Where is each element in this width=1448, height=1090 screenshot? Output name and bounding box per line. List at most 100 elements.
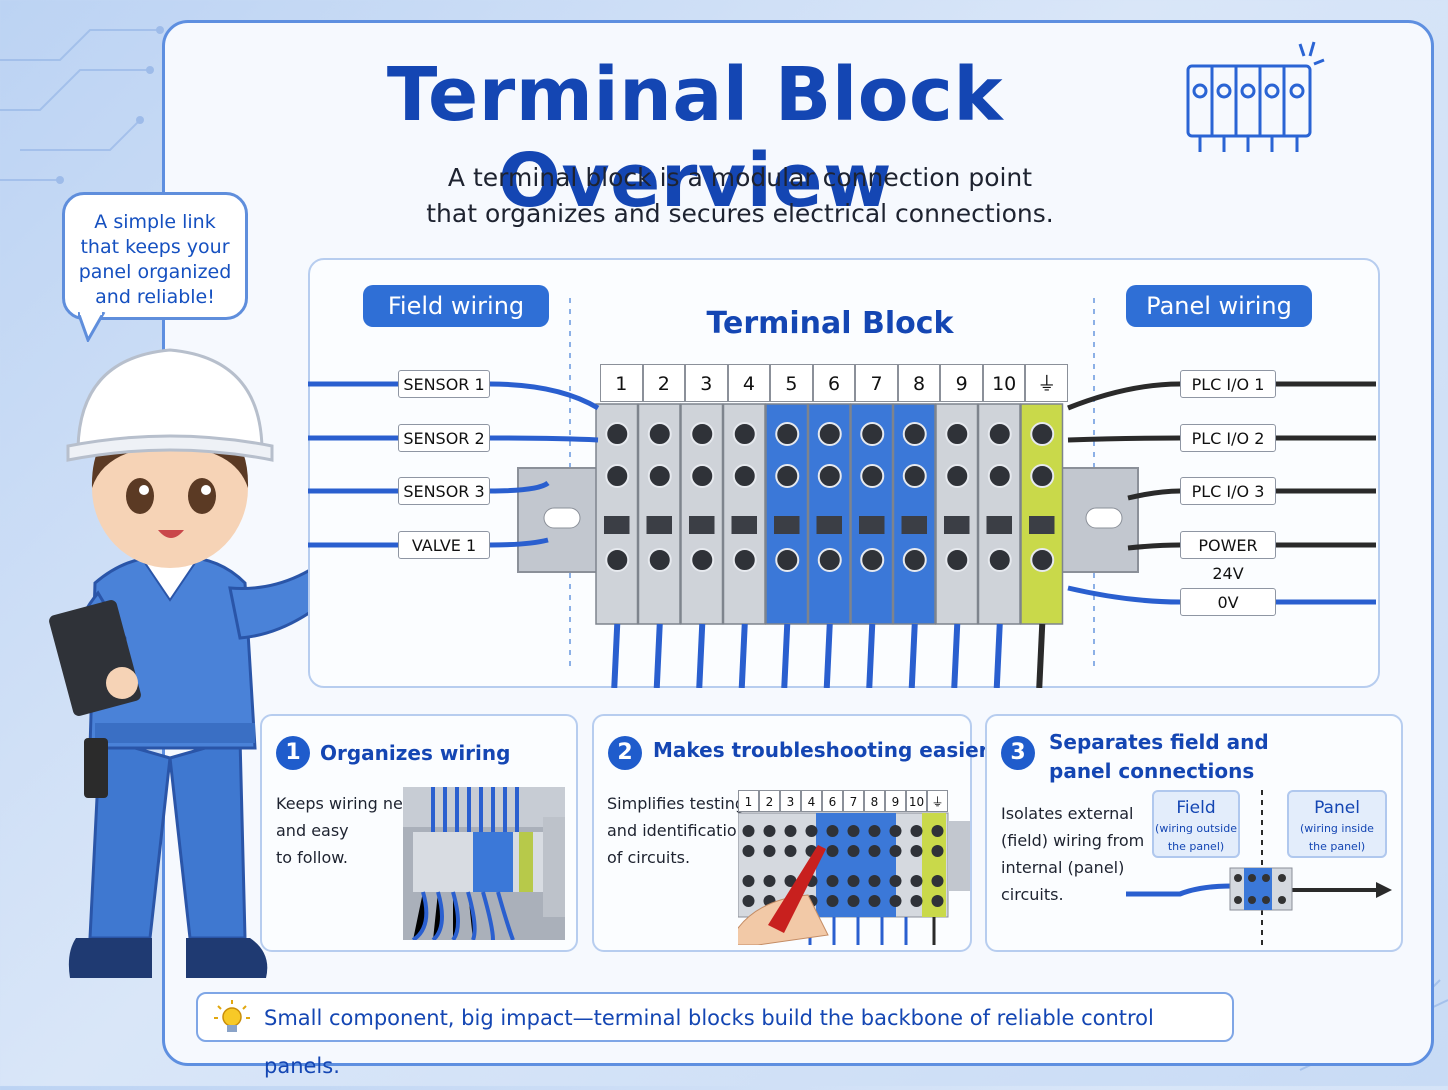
terminal-screw xyxy=(860,464,885,488)
mini-terminal-number: 2 xyxy=(759,790,780,812)
mini-terminal-number: 7 xyxy=(843,790,864,812)
terminal-screw xyxy=(817,464,842,488)
panel-tag-power-24v: POWER 24V xyxy=(1180,531,1276,583)
mini-terminal-number: 6 xyxy=(822,790,843,812)
terminal-screw xyxy=(902,422,927,446)
terminal-number: 5 xyxy=(770,364,813,402)
terminal-slot xyxy=(816,516,842,534)
terminal-number: 8 xyxy=(897,364,941,402)
feature-heading: Makes troubleshooting easier xyxy=(653,738,989,762)
footer-text: Small component, big impact—terminal blo… xyxy=(264,1006,1154,1078)
mini-terminal-screw xyxy=(910,875,923,887)
panel-box-sub: the panel) xyxy=(1308,840,1366,853)
bubble-line: that keeps your xyxy=(80,236,230,258)
bubble-line: and reliable! xyxy=(95,286,215,308)
terminal-slot xyxy=(944,516,970,534)
terminal-number: 3 xyxy=(685,364,728,402)
terminal-screw xyxy=(605,422,630,446)
panel-tag-plc-io-2: PLC I/O 2 xyxy=(1180,424,1276,452)
field-tag-sensor-1: SENSOR 1 xyxy=(398,370,490,398)
mini-terminal-screw xyxy=(826,825,839,837)
bottom-wire xyxy=(781,623,791,688)
terminal-block-drawing xyxy=(308,298,1376,688)
terminal-slot xyxy=(1029,516,1055,534)
organized-wiring-photo xyxy=(403,787,565,940)
terminal-screw xyxy=(647,422,672,446)
feature-text-line: internal (panel) xyxy=(1001,858,1125,877)
mini-terminal-screw xyxy=(742,845,755,857)
field-box-sub: (wiring outside xyxy=(1155,822,1237,835)
mini-terminal-number: 4 xyxy=(801,790,822,812)
terminal-screw xyxy=(987,422,1012,446)
terminal-number: 4 xyxy=(727,364,771,402)
feature-text: Isolates external (field) wiring from in… xyxy=(1001,800,1144,908)
mini-terminal-screw xyxy=(931,825,944,837)
terminal-screw xyxy=(817,422,842,446)
terminal-screw xyxy=(690,464,715,488)
terminal-screw xyxy=(817,548,842,572)
terminal-number: 7 xyxy=(855,364,898,402)
bottom-wire xyxy=(908,623,918,688)
separation-illustration xyxy=(1126,790,1392,946)
mini-terminal-screw xyxy=(826,875,839,887)
mini-terminal-screw xyxy=(868,845,881,857)
feature-text-line: circuits. xyxy=(1001,885,1064,904)
mini-terminal-screw xyxy=(763,875,776,887)
terminal-screw xyxy=(732,422,757,446)
feature-text: Keeps wiring neat and easy to follow. xyxy=(276,790,419,871)
bubble-tail xyxy=(78,312,106,342)
mini-terminal-screw xyxy=(805,825,818,837)
terminal-screw xyxy=(647,548,672,572)
mini-terminal-screw xyxy=(931,845,944,857)
step-number-3: 3 xyxy=(1001,736,1035,770)
terminal-number: 10 xyxy=(982,364,1026,402)
terminal-number: ⏚ xyxy=(1025,364,1068,402)
terminal-screw xyxy=(987,548,1012,572)
step-number-1: 1 xyxy=(276,736,310,770)
terminal-screw xyxy=(690,422,715,446)
terminal-number: 2 xyxy=(642,364,686,402)
mini-terminal-screw xyxy=(889,895,902,907)
bottom-wire xyxy=(653,623,663,688)
feature-text-line: and identification xyxy=(607,821,747,840)
mini-terminal-screw xyxy=(742,895,755,907)
panel-tag-0v: 0V xyxy=(1180,588,1276,616)
bottom-wire xyxy=(951,623,961,688)
terminal-screw xyxy=(945,548,970,572)
feature-text-line: (field) wiring from xyxy=(1001,831,1145,850)
engineer-character-illustration xyxy=(49,348,380,978)
bubble-line: A simple link xyxy=(94,211,216,233)
terminal-slot xyxy=(646,516,672,534)
feature-heading: Organizes wiring xyxy=(320,741,511,765)
feature-heading-line: Separates field and xyxy=(1049,730,1269,754)
terminal-screw xyxy=(775,422,800,446)
terminal-screw xyxy=(902,548,927,572)
mini-terminal-number: 9 xyxy=(885,790,906,812)
mini-terminal-screw xyxy=(910,825,923,837)
mini-terminal-screw xyxy=(910,845,923,857)
panel-wiring-label: Panel wiring xyxy=(1126,285,1312,327)
bottom-wire xyxy=(993,623,1003,688)
terminal-screw xyxy=(775,464,800,488)
bottom-wire xyxy=(696,623,706,688)
subtitle-line-2: that organizes and secures electrical co… xyxy=(426,199,1054,228)
panel-tag-plc-io-1: PLC I/O 1 xyxy=(1180,370,1276,398)
terminal-screw xyxy=(1030,548,1055,572)
terminal-number: 9 xyxy=(940,364,983,402)
mini-terminal-screw xyxy=(889,845,902,857)
mini-terminal-screw xyxy=(784,845,797,857)
terminal-number: 6 xyxy=(812,364,856,402)
step-number-2: 2 xyxy=(608,736,642,770)
bottom-wire xyxy=(611,623,621,688)
terminal-screw xyxy=(945,422,970,446)
field-wiring-label: Field wiring xyxy=(363,285,549,327)
testing-terminal-illustration xyxy=(738,812,970,945)
terminal-slot xyxy=(901,516,927,534)
mini-terminal-screw xyxy=(742,875,755,887)
feature-text-line: and easy xyxy=(276,821,349,840)
speech-bubble: A simple link that keeps your panel orga… xyxy=(62,192,248,320)
mini-terminal-screw xyxy=(931,875,944,887)
terminal-block-label: Terminal Block xyxy=(706,306,954,341)
terminal-screw xyxy=(732,548,757,572)
